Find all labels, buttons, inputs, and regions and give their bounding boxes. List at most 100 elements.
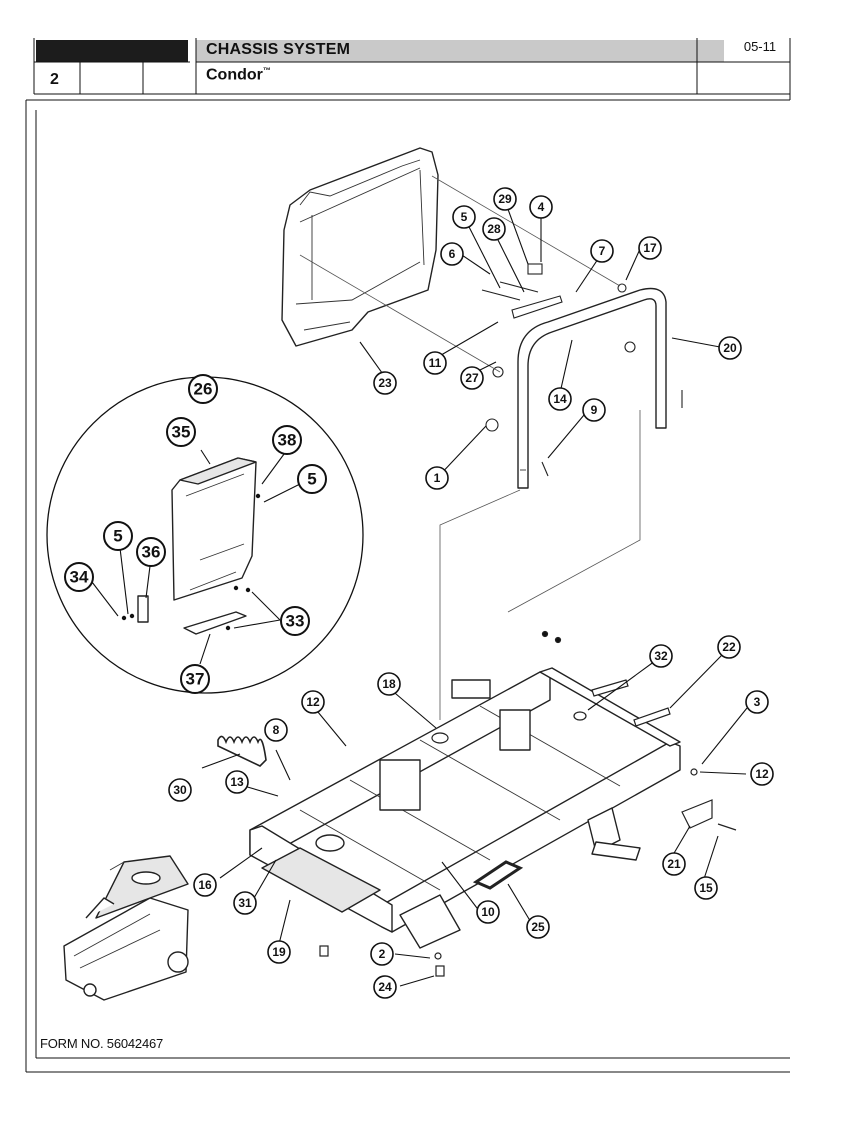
svg-text:38: 38 (278, 431, 297, 450)
detail-callout-markers: 26 35 38 5 5 36 34 33 37 (64, 374, 327, 694)
svg-text:7: 7 (599, 244, 606, 258)
svg-text:5: 5 (461, 210, 468, 224)
svg-text:33: 33 (286, 612, 305, 631)
svg-text:9: 9 (591, 403, 598, 417)
callout-markers: 1 2 3 4 5 6 7 8 9 10 11 12 12 13 14 15 1… (168, 187, 774, 999)
svg-text:17: 17 (643, 241, 657, 255)
svg-text:10: 10 (481, 905, 495, 919)
svg-text:19: 19 (272, 945, 286, 959)
chassis-hardware (217, 630, 737, 977)
callout-10: 10 (476, 900, 500, 924)
callout-12a: 12 (301, 690, 325, 714)
callout-30: 30 (168, 778, 192, 802)
svg-text:28: 28 (487, 222, 501, 236)
callout-25: 25 (526, 915, 550, 939)
callout-3: 3 (745, 690, 769, 714)
callout-21: 21 (662, 852, 686, 876)
svg-text:23: 23 (378, 376, 392, 390)
svg-text:3: 3 (754, 695, 761, 709)
svg-text:34: 34 (70, 568, 89, 587)
callout-17: 17 (638, 236, 662, 260)
callout-12b: 12 (750, 762, 774, 786)
callout-13: 13 (225, 770, 249, 794)
callout-26: 26 (188, 374, 218, 404)
callout-18: 18 (377, 672, 401, 696)
svg-text:25: 25 (531, 920, 545, 934)
callout-28: 28 (482, 217, 506, 241)
machine-thumbnail (63, 855, 189, 1001)
svg-text:22: 22 (722, 640, 736, 654)
callout-27: 27 (460, 366, 484, 390)
svg-text:11: 11 (429, 356, 442, 370)
callout-5-detail-b: 5 (103, 521, 133, 551)
svg-text:24: 24 (378, 980, 392, 994)
callout-5: 5 (452, 205, 476, 229)
callout-11: 11 (423, 351, 447, 375)
svg-text:14: 14 (553, 392, 567, 406)
svg-text:13: 13 (230, 775, 244, 789)
svg-text:15: 15 (699, 881, 713, 895)
svg-text:8: 8 (273, 723, 280, 737)
svg-text:21: 21 (667, 857, 681, 871)
svg-text:16: 16 (198, 878, 212, 892)
callout-31: 31 (233, 891, 257, 915)
callout-19: 19 (267, 940, 291, 964)
callout-24: 24 (373, 975, 397, 999)
svg-text:35: 35 (172, 423, 191, 442)
page-frame (25, 100, 790, 1073)
svg-text:20: 20 (723, 341, 737, 355)
roll-bar (517, 287, 667, 489)
svg-text:1: 1 (434, 471, 441, 485)
chassis-frame (249, 667, 681, 949)
callout-34: 34 (64, 562, 94, 592)
callout-9: 9 (582, 398, 606, 422)
callout-15: 15 (694, 876, 718, 900)
svg-text:5: 5 (307, 470, 316, 489)
callout-36: 36 (136, 537, 166, 567)
callout-14: 14 (548, 387, 572, 411)
svg-text:31: 31 (238, 896, 252, 910)
svg-text:12: 12 (306, 695, 320, 709)
svg-text:5: 5 (113, 527, 122, 546)
svg-text:30: 30 (173, 783, 187, 797)
callout-22: 22 (717, 635, 741, 659)
svg-text:12: 12 (755, 767, 769, 781)
callout-16: 16 (193, 873, 217, 897)
svg-text:37: 37 (186, 670, 205, 689)
callout-33: 33 (280, 606, 310, 636)
svg-text:27: 27 (465, 371, 479, 385)
svg-text:4: 4 (538, 200, 545, 214)
detail-view-circle (46, 376, 364, 694)
revision-date: 05-11 (743, 39, 777, 54)
header-grid (26, 38, 791, 101)
projection-lines (299, 175, 641, 720)
callout-5-detail-a: 5 (297, 464, 327, 494)
callout-32: 32 (649, 644, 673, 668)
header-black-bar (36, 40, 188, 62)
callout-1: 1 (425, 466, 449, 490)
svg-text:18: 18 (382, 677, 396, 691)
callout-8: 8 (264, 718, 288, 742)
header-title-bar (196, 40, 724, 62)
callout-23: 23 (373, 371, 397, 395)
svg-text:26: 26 (194, 380, 213, 399)
callout-2: 2 (370, 942, 394, 966)
callout-20: 20 (718, 336, 742, 360)
callout-35: 35 (166, 417, 196, 447)
page-header: CHASSIS SYSTEM Condor™ 05-11 2 (34, 37, 790, 93)
svg-text:29: 29 (498, 192, 512, 206)
model-name: Condor™ (206, 66, 271, 84)
svg-text:2: 2 (379, 947, 386, 961)
section-title: CHASSIS SYSTEM (206, 41, 351, 58)
svg-text:36: 36 (142, 543, 161, 562)
callout-4: 4 (529, 195, 553, 219)
svg-text:6: 6 (449, 247, 456, 261)
callout-38: 38 (272, 425, 302, 455)
svg-text:32: 32 (654, 649, 668, 663)
hood-panel (281, 147, 439, 347)
callout-7: 7 (590, 239, 614, 263)
callout-29: 29 (493, 187, 517, 211)
form-number: FORM NO. 56042467 (40, 1036, 164, 1051)
callout-6: 6 (440, 242, 464, 266)
